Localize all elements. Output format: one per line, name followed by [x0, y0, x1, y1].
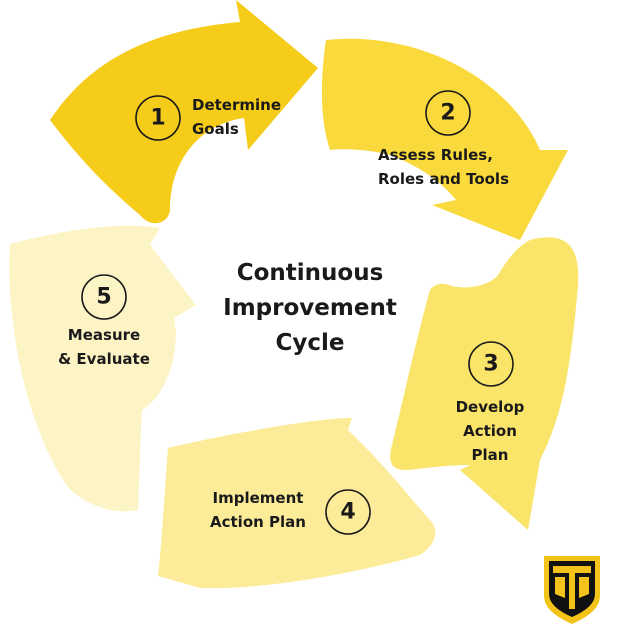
step-3-number: 3 — [483, 352, 498, 377]
arrow-step-5 — [9, 225, 196, 512]
step-5-label-line-1: Measure — [68, 326, 140, 344]
center-title-line-1: Continuous — [237, 260, 384, 286]
step-5-label-line-2: & Evaluate — [58, 350, 150, 368]
step-4-number-circle — [325, 489, 371, 535]
step-1-label-line-1: Determine — [192, 96, 281, 114]
step-2-number: 2 — [440, 101, 455, 126]
arrow-step-4 — [158, 418, 436, 589]
step-2-label-line-2: Roles and Tools — [378, 170, 509, 188]
arrow-step-3 — [390, 237, 579, 530]
step-3-number-circle — [468, 341, 514, 387]
step-3-label-line-3: Plan — [472, 446, 509, 464]
step-2-number-circle — [425, 90, 471, 136]
step-2-label-line-1: Assess Rules, — [378, 146, 493, 164]
center-title-line-3: Cycle — [276, 330, 345, 356]
step-5-number-circle — [81, 274, 127, 320]
center-title-line-2: Improvement — [223, 295, 397, 321]
step-4-number: 4 — [340, 500, 355, 525]
step-4-label-line-2: Action Plan — [210, 513, 306, 531]
step-3-label-line-2: Action — [463, 422, 517, 440]
step-3-label-line-1: Develop — [456, 398, 525, 416]
step-5-number: 5 — [96, 285, 111, 310]
logo-shield-icon — [544, 556, 600, 624]
step-4-label-line-1: Implement — [213, 489, 304, 507]
step-1-number-circle — [135, 95, 181, 141]
step-1-label-line-2: Goals — [192, 120, 239, 138]
arrow-step-2 — [321, 38, 568, 240]
arrow-step-1 — [50, 0, 318, 224]
step-1-number: 1 — [150, 106, 165, 131]
